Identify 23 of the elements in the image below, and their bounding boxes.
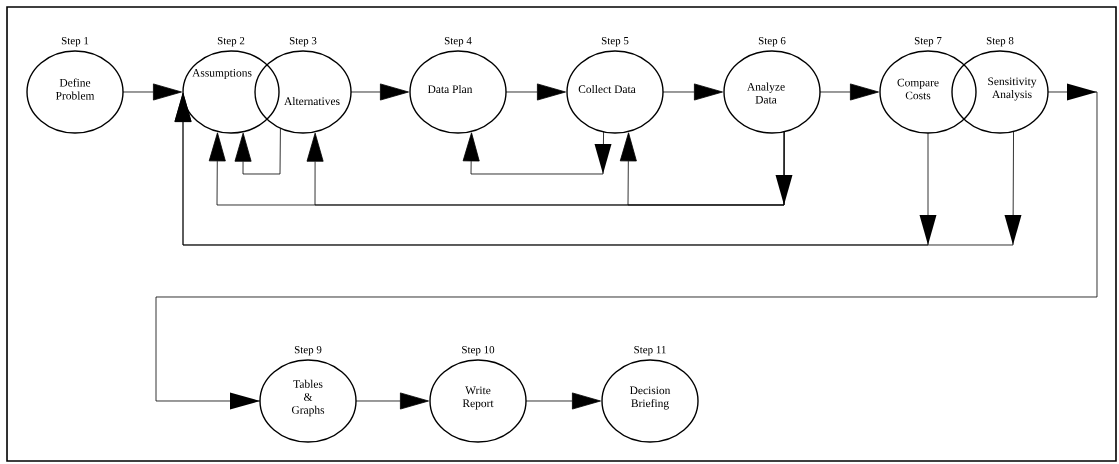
arrow xyxy=(122,83,182,101)
arrow xyxy=(355,392,429,410)
step-label: Step 1 xyxy=(61,37,89,47)
step-label: Step 4 xyxy=(444,37,472,47)
step-label: Step 3 xyxy=(289,37,317,47)
arrow xyxy=(350,83,409,101)
step-label: Step 6 xyxy=(758,37,786,47)
feedback-arrow xyxy=(462,131,612,175)
feedback-arrow xyxy=(208,131,793,206)
step-label: Step 2 xyxy=(217,37,245,47)
step-label: Step 7 xyxy=(914,37,942,47)
arrow xyxy=(819,83,879,101)
step-label: Step 10 xyxy=(462,346,495,356)
arrow xyxy=(505,83,566,101)
arrow xyxy=(525,392,601,410)
feedback-arrow xyxy=(234,127,281,175)
step-label: Step 11 xyxy=(634,346,666,356)
step-label: Step 5 xyxy=(601,37,629,47)
arrow xyxy=(155,83,1098,410)
step-label: Step 8 xyxy=(986,37,1014,47)
feedback-arrow xyxy=(619,131,785,206)
step-label: Step 9 xyxy=(294,346,322,356)
arrow xyxy=(662,83,723,101)
